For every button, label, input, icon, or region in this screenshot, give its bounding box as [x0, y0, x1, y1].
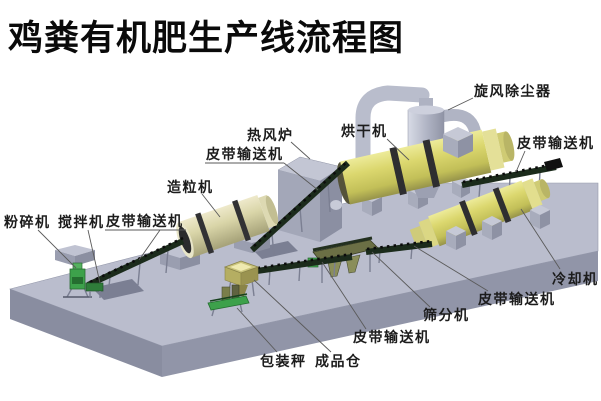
platform-pit: [92, 279, 144, 300]
belt-conveyor-mixer-to-granulator: [86, 236, 185, 296]
support-pier: [443, 127, 473, 158]
page-title: 鸡粪有机肥生产线流程图: [8, 18, 405, 59]
belt-conveyor-granulator-to-dryer: [249, 160, 351, 257]
support-pier: [446, 205, 550, 250]
label-hot-air-furnace: 热风炉: [247, 127, 294, 144]
granulator-drum: [176, 194, 279, 259]
belt-conveyor-cooler-to-screener: [365, 239, 433, 264]
platform-pit: [252, 241, 298, 259]
cyclone-pipe: [355, 85, 430, 180]
label-mixer: 搅拌机: [58, 214, 105, 231]
label-belt-conveyor-mid-left: 皮带输送机: [205, 146, 284, 163]
mixer-machine: [85, 282, 104, 298]
belt-conveyor-screener-to-bin: [249, 252, 353, 286]
label-cooler: 冷却机: [552, 271, 599, 288]
label-screener: 筛分机: [423, 307, 470, 324]
label-belt-conveyor-bottom-center: 皮带输送机: [352, 329, 431, 346]
label-cyclone-dust-collector: 旋风除尘器: [473, 83, 552, 100]
label-dryer: 烘干机: [341, 123, 388, 140]
label-belt-conveyor-top-right: 皮带输送机: [516, 135, 595, 152]
packaging-scale-machine: [207, 284, 250, 317]
label-belt-conveyor-right: 皮带输送机: [477, 291, 556, 308]
crusher-machine: [63, 262, 92, 298]
label-packaging-scale: 包装秤: [260, 353, 307, 370]
label-belt-conveyor-bottom-left: 皮带输送机: [105, 213, 184, 230]
label-granulator: 造粒机: [167, 179, 214, 196]
label-finished-product-bin: 成品仓: [315, 353, 362, 370]
leader-lines: [37, 97, 561, 353]
label-crusher: 粉碎机: [4, 214, 51, 231]
